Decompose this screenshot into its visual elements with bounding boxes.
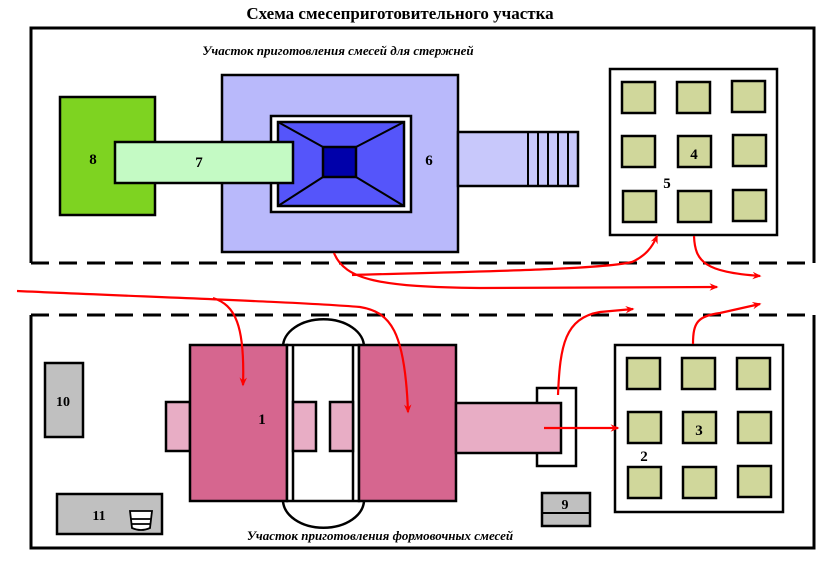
unit-9[interactable]: 9 [540,491,592,528]
molding-mix-section: Участок приготовления формовочных смесей… [29,313,816,550]
hopper-lines [277,121,405,207]
storage-area-2[interactable]: 3 2 [613,343,785,514]
conveyor-7[interactable]: 7 [113,140,295,185]
hopper-outlet [321,145,358,179]
mixer-left-body [188,343,289,503]
bin[interactable] [626,410,663,445]
bin[interactable] [621,189,658,224]
mixer-right-body [357,343,458,503]
core-section-border [29,26,816,263]
mixer-top-dome [281,318,366,348]
molding-section-label: Участок приготовления формовочных смесей [247,528,513,543]
bin[interactable] [736,410,773,445]
mixer-inner-tab-right [328,400,355,453]
bin[interactable] [675,80,712,115]
unit-10[interactable]: 10 [43,361,85,439]
chute-grate [527,132,569,186]
diagram-title: Схема смесеприготовительного участка [246,4,554,23]
flow-arrow-to-right-runner [16,289,412,414]
conveyor-7-label: 7 [195,155,203,171]
mixer-1-label: 1 [258,412,266,428]
flow-arrow-core-mixer-out [332,252,719,291]
bin[interactable] [620,80,657,115]
bin-grid-top [620,79,768,224]
bin-3[interactable] [681,410,718,445]
bin[interactable] [620,134,657,169]
bin[interactable] [731,133,768,168]
storage-area-5[interactable]: 4 5 [608,67,779,237]
storage-area-2-label: 2 [640,449,648,465]
core-mixer-6-label: 6 [425,153,433,169]
unit-10-label: 10 [56,395,70,410]
mixer-bottom-dome [281,499,366,529]
bin[interactable] [731,188,768,223]
bin-3-label: 3 [695,423,703,439]
bin-4-label: 4 [690,147,698,163]
flow-arrow-to-storage-5 [351,234,659,277]
bucket-icon [128,510,154,531]
bin[interactable] [730,79,767,114]
bin[interactable] [626,465,663,500]
material-flows [16,234,762,432]
core-section-label: Участок приготовления смесей для стержне… [202,43,473,58]
molding-section-border [29,315,816,550]
bin[interactable] [625,356,662,391]
flow-arrow-storage-5-out [692,235,762,280]
mixer-1[interactable]: 1 [164,318,458,529]
flow-arrow-storage-2-out [691,301,762,345]
unit-9-label: 9 [562,498,569,513]
unit-11-label: 11 [92,509,105,524]
storage-area-5-label: 5 [663,176,671,192]
mixer-inner-tab-left [291,400,318,453]
flow-arrow-to-left-runner [212,296,247,387]
bin[interactable] [676,189,713,224]
core-mix-section: Участок приготовления смесей для стержне… [29,26,816,265]
bin-4[interactable] [676,134,713,169]
unit-11[interactable]: 11 [55,492,164,536]
bin[interactable] [736,464,773,499]
bin[interactable] [735,356,772,391]
mixer-left-tab [164,400,192,453]
discharge-chute [456,130,580,188]
flow-arrow-conveyor-up [556,305,635,396]
bin[interactable] [681,465,718,500]
bin-grid-bottom [625,356,773,500]
bin[interactable] [680,356,717,391]
unit-8-label: 8 [89,152,97,168]
